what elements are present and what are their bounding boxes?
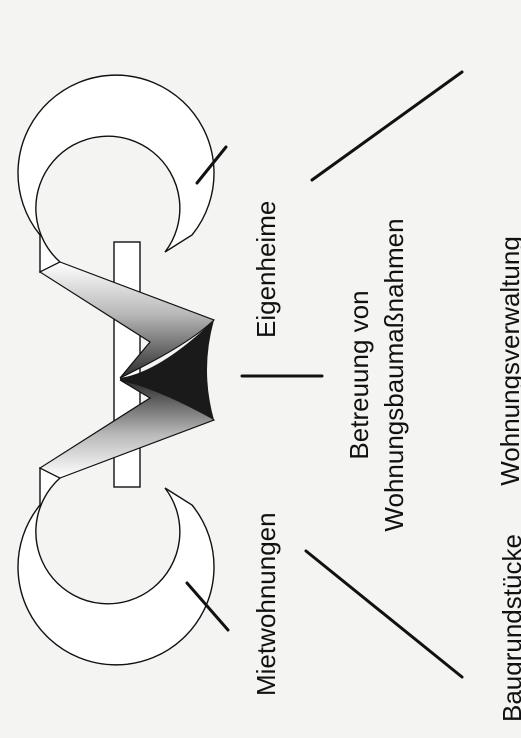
label-wohnungsverwaltung: Wohnungsverwaltung (495, 236, 521, 486)
connector-lines (185, 70, 464, 679)
label-betreuung-line2: Wohnungsbaumaßnahmen (379, 218, 409, 531)
eigenheime-connector (195, 145, 228, 185)
logo-ribbon-center (120, 320, 214, 420)
label-betreuung-line1: Betreuung von (344, 290, 374, 459)
wohnungsverwaltung-connector (310, 70, 464, 182)
label-eigenheime: Eigenheime (251, 201, 281, 338)
label-mietwohnungen: Mietwohnungen (251, 512, 281, 696)
logo-bottom-loop (17, 466, 215, 666)
company-logo (17, 74, 216, 666)
label-baugrundstuecke: Baugrundstücke (497, 534, 521, 722)
mietwohnungen-connector (185, 581, 230, 632)
logo-top-loop (17, 74, 215, 274)
baugrundstuecke-connector (304, 549, 464, 679)
